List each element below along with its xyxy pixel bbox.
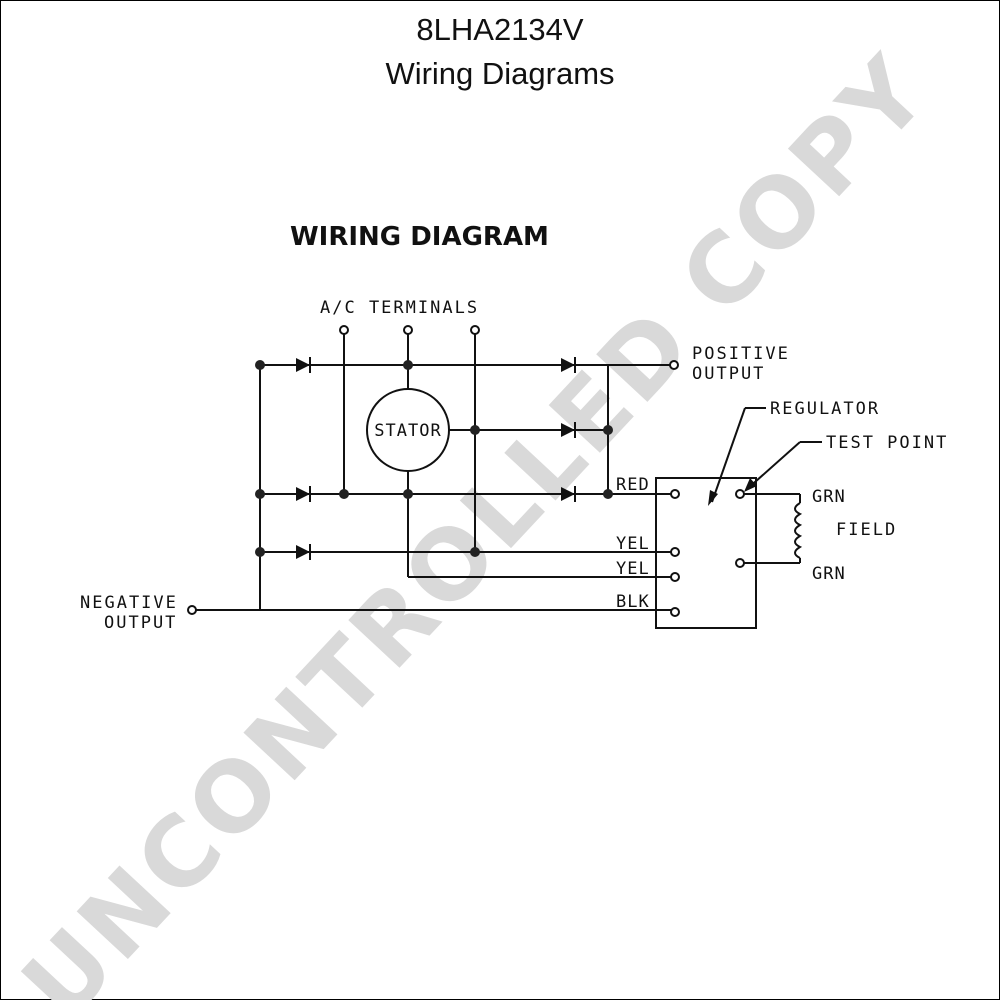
negative-output-label-1: NEGATIVE (80, 593, 178, 613)
junction-dot (603, 425, 613, 435)
page-subtitle: Wiring Diagrams (385, 56, 615, 91)
junction-dot (603, 489, 613, 499)
diode-middle-right (561, 486, 576, 502)
junction-dot (403, 489, 413, 499)
test-point-leader-arrow (745, 441, 801, 491)
model-number: 8LHA2134V (416, 12, 584, 47)
field-coil (794, 502, 803, 559)
ac-terminal-1 (339, 325, 349, 335)
diode-lower-left (296, 544, 311, 560)
regulator-yel2-terminal (670, 572, 680, 582)
positive-output-label-2: OUTPUT (692, 364, 765, 384)
ac-terminal-2 (403, 325, 413, 335)
junction-dot (339, 489, 349, 499)
test-point-arrowhead (744, 478, 757, 492)
diagram-heading: WIRING DIAGRAM (290, 222, 549, 252)
wire-label-yel2: YEL (616, 559, 650, 579)
wire-label-yel1: YEL (616, 534, 650, 554)
junction-dot (403, 360, 413, 370)
regulator-blk-terminal (670, 607, 680, 617)
junction-dot (255, 547, 265, 557)
regulator-box (655, 477, 757, 629)
junction-dot (470, 425, 480, 435)
ac-terminals-label: A/C TERMINALS (320, 298, 479, 318)
positive-output-label-1: POSITIVE (692, 344, 790, 364)
junction-dot (255, 489, 265, 499)
title-block: 8LHA2134V Wiring Diagrams (0, 8, 1000, 96)
wire-label-blk: BLK (616, 592, 650, 612)
wire-label-grn2: GRN (812, 564, 846, 584)
negative-output-label-2: OUTPUT (104, 613, 177, 633)
diode-middle-left (296, 486, 311, 502)
regulator-red-terminal (670, 489, 680, 499)
junction-dot (470, 547, 480, 557)
regulator-leader-arrow (711, 407, 746, 503)
regulator-arrowhead (708, 490, 718, 506)
diode-stator (561, 422, 576, 438)
wire-label-red: RED (616, 475, 650, 495)
stator-circle (366, 388, 450, 472)
regulator-grn1-terminal (735, 489, 745, 499)
diode-top-right (561, 357, 576, 373)
negative-output-terminal (187, 605, 197, 615)
regulator-label: REGULATOR (770, 399, 880, 419)
test-point-label: TEST POINT (826, 433, 948, 453)
regulator-grn2-terminal (735, 558, 745, 568)
stator-label: STATOR (374, 421, 441, 441)
diode-top-left (296, 357, 311, 373)
positive-output-terminal (669, 360, 679, 370)
field-label: FIELD (836, 520, 897, 540)
junction-dot (255, 360, 265, 370)
regulator-yel1-terminal (670, 547, 680, 557)
wire-label-grn1: GRN (812, 487, 846, 507)
ac-terminal-3 (470, 325, 480, 335)
